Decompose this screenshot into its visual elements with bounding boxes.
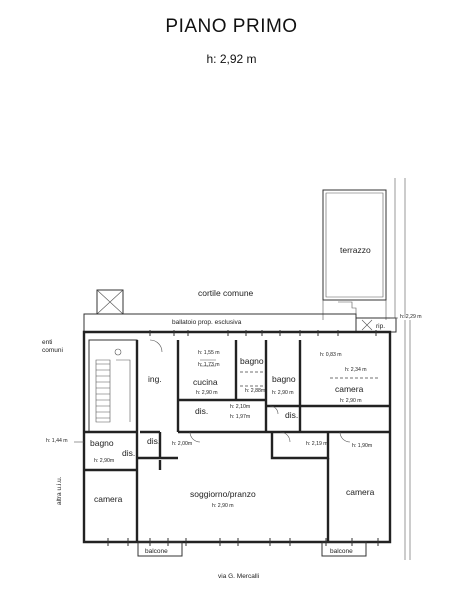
room-bagno-1: bagno: [240, 356, 264, 366]
door-arc: [189, 431, 201, 443]
plan-title: PIANO PRIMO: [165, 16, 298, 37]
stair-flights: [95, 359, 131, 423]
rip-cross: [361, 319, 373, 331]
window-ticks: [149, 330, 377, 336]
room-dis-1: dis.: [195, 406, 208, 416]
terrazzo-inner: [325, 192, 384, 298]
cucina-marks: [200, 359, 216, 367]
dim-label: h: 2,34 m: [345, 367, 367, 373]
dim-label: h: 1,90m: [352, 443, 372, 449]
room-dis-4: dis.: [122, 448, 135, 458]
door-arc: [339, 431, 351, 443]
area-balcone-2: balcone: [330, 548, 353, 555]
dim-label: h: 2,90 m: [272, 390, 294, 396]
room-camera-3: camera: [346, 487, 375, 497]
dim-label: h: 1,55 m: [198, 350, 220, 356]
plan-height-label: h: 2,92 m: [206, 52, 257, 66]
door-arc: [279, 431, 291, 443]
dim-label: h: 2,00m: [172, 441, 192, 447]
dim-label: h: 2,90 m: [212, 503, 234, 509]
room-dis-2: dis.: [285, 410, 298, 420]
room-camera-2: camera: [94, 494, 123, 504]
area-balcone-1: balcone: [145, 548, 168, 555]
area-cortile: cortile comune: [198, 288, 254, 298]
terrazzo-edges: [322, 300, 387, 320]
street-name: via G. Mercalli: [218, 573, 259, 580]
room-soggiorno: soggiorno/pranzo: [190, 489, 256, 499]
dim-label: h: 1,97m: [230, 414, 250, 420]
room-camera-1: camera: [335, 384, 364, 394]
room-cucina: cucina: [193, 377, 218, 387]
dim-label: h: 1,73 m: [198, 362, 220, 368]
door-swing-icon: [114, 348, 122, 356]
room-rip: rip.: [376, 323, 385, 330]
room-bagno-3: bagno: [90, 438, 114, 448]
door-arc: [269, 405, 279, 415]
room-dis-3: dis.: [147, 436, 160, 446]
dim-label: h: 2,29 m: [400, 314, 422, 320]
label-enti: enti: [42, 339, 52, 346]
dim-label: h: 2,90m: [94, 458, 114, 464]
room-terrazzo: terrazzo: [340, 245, 371, 255]
apartment-outline: [82, 330, 392, 544]
dim-label: h: 2,90 m: [340, 398, 362, 404]
label-altra: altra u.i.u.: [56, 476, 63, 505]
dim-label: h: 0,83 m: [320, 352, 342, 358]
dim-label: h: 2,88m: [245, 388, 265, 394]
dim-label: h: 1,44 m: [46, 438, 68, 444]
wall-dis4: [270, 432, 330, 460]
door-arc: [149, 339, 163, 353]
stair-steps: [96, 363, 110, 419]
balcone-left: [137, 541, 183, 557]
area-ballatoio: ballatoio prop. esclusiva: [172, 319, 242, 326]
room-bagno-2: bagno: [272, 374, 296, 384]
terrazzo-steps: [338, 301, 357, 314]
bagno-fixtures: [240, 371, 264, 387]
dim-label: h: 2,19 m: [306, 441, 328, 447]
label-comuni: comuni: [42, 347, 63, 354]
stair-tower-cross: [96, 289, 124, 315]
neighbor-wall: [394, 178, 411, 560]
dim-label: h: 2,90 m: [196, 390, 218, 396]
dim-label: h: 2,10m: [230, 404, 250, 410]
balcone-right: [321, 541, 367, 557]
wall-dis-corner: [140, 430, 162, 458]
room-ing: ing.: [148, 374, 162, 384]
